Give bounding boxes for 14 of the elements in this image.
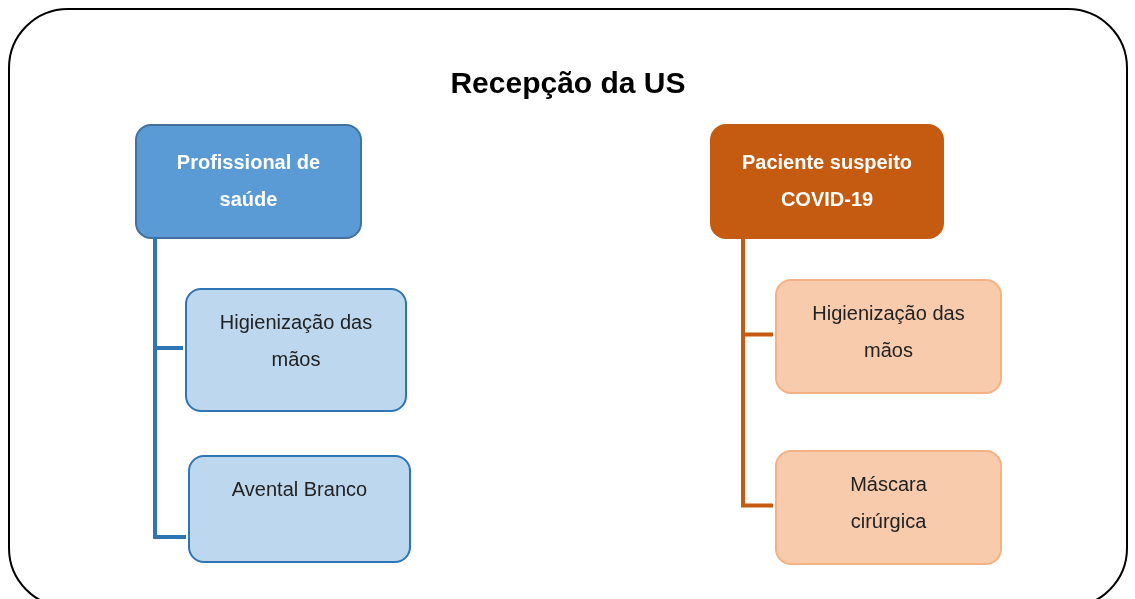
category-box [135,124,362,239]
item-box [775,450,1002,565]
item-box [188,455,411,563]
box-label: Higienização das mãos [811,301,966,363]
panel-heading: Recepção da US [449,66,687,100]
item-box [185,288,407,412]
box-label: Paciente suspeito COVID-19 [740,150,914,212]
box-label: Avental Branco [230,477,369,502]
item-box [775,279,1002,394]
frame-panel [8,8,1128,599]
category-box [710,124,944,239]
box-label: Máscara cirúrgica [849,472,928,534]
box-label: Profissional de saúde [175,150,322,212]
box-label: Higienização das mãos [218,310,374,372]
